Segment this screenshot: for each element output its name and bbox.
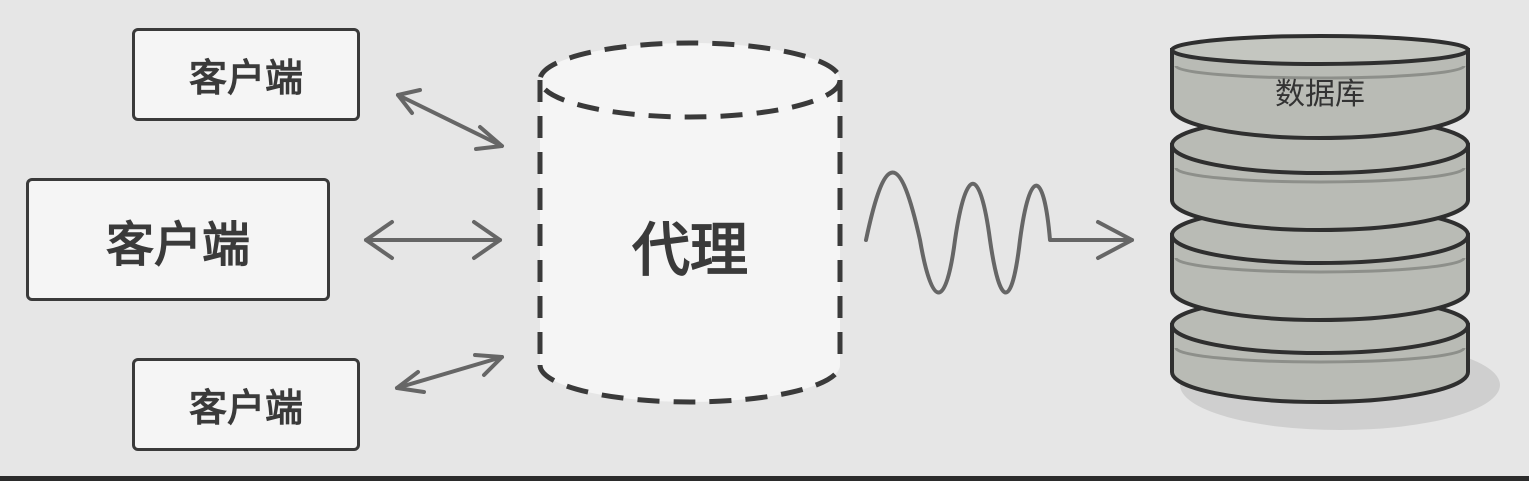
client-box-bottom: 客户端 <box>132 358 360 451</box>
database-label: 数据库 <box>1275 77 1365 112</box>
proxy-label: 代理 <box>631 216 748 284</box>
wave-arrow <box>864 170 1134 295</box>
client-label-middle: 客户端 <box>105 216 250 273</box>
arrow-top <box>396 88 504 151</box>
proxy-cylinder <box>537 40 843 405</box>
client-proxy-arrows <box>364 88 504 394</box>
client-box-middle: 客户端 <box>26 178 330 301</box>
client-label-bottom: 客户端 <box>188 386 303 430</box>
arrow-middle <box>364 220 502 260</box>
database-cylinder <box>1170 34 1500 430</box>
client-box-top: 客户端 <box>132 28 360 121</box>
arrow-bottom <box>395 353 504 394</box>
bottom-border <box>0 476 1529 481</box>
client-label-top: 客户端 <box>188 56 303 100</box>
